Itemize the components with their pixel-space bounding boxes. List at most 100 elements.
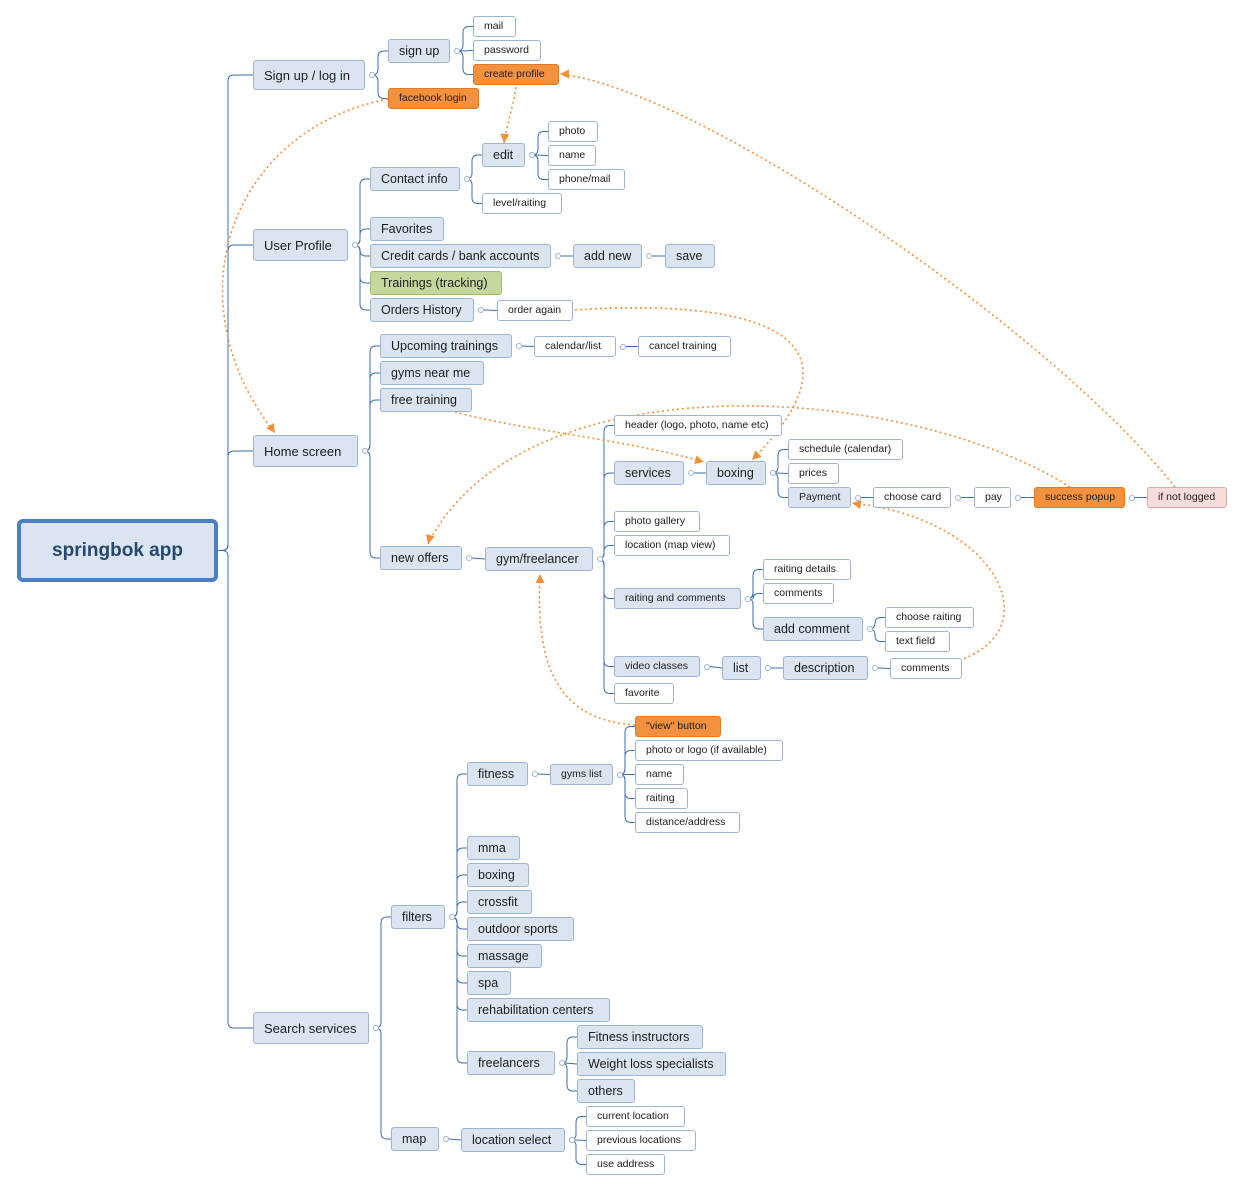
- pay-node[interactable]: pay: [974, 487, 1011, 508]
- others-node[interactable]: others: [577, 1079, 635, 1103]
- cancel-training-node[interactable]: cancel training: [638, 336, 731, 357]
- search-services-node[interactable]: Search services: [253, 1012, 369, 1044]
- video-comments-node[interactable]: comments: [890, 658, 962, 679]
- search-boxing-node[interactable]: boxing: [467, 863, 529, 887]
- video-classes-node[interactable]: video classes: [614, 656, 700, 677]
- phone-mail-node[interactable]: phone/mail: [548, 169, 625, 190]
- new-offers-node[interactable]: new offers: [380, 546, 462, 570]
- header-node[interactable]: header (logo, photo, name etc): [614, 415, 782, 436]
- location-select-node[interactable]: location select: [461, 1128, 565, 1152]
- contact-info-node[interactable]: Contact info: [370, 167, 460, 191]
- collapse-toggle-icon[interactable]: [466, 555, 472, 561]
- rehabilitation-centers-node[interactable]: rehabilitation centers: [467, 998, 610, 1022]
- save-node[interactable]: save: [665, 244, 715, 268]
- text-field-node[interactable]: text field: [885, 631, 950, 652]
- free-training-node[interactable]: free training: [380, 388, 472, 412]
- search-raiting-node[interactable]: raiting: [635, 788, 688, 809]
- crossfit-node[interactable]: crossfit: [467, 890, 532, 914]
- collapse-toggle-icon[interactable]: [555, 253, 561, 259]
- view-button-node[interactable]: "view" button: [635, 716, 721, 737]
- level-raiting-node[interactable]: level/raiting: [482, 193, 562, 214]
- user-profile-node[interactable]: User Profile: [253, 229, 348, 261]
- weight-loss-node[interactable]: Weight loss specialists: [577, 1052, 726, 1076]
- calendar-list-node[interactable]: calendar/list: [534, 336, 616, 357]
- collapse-toggle-icon[interactable]: [765, 665, 771, 671]
- collapse-toggle-icon[interactable]: [362, 448, 368, 454]
- spa-node[interactable]: spa: [467, 971, 511, 995]
- collapse-toggle-icon[interactable]: [352, 242, 358, 248]
- description-node[interactable]: description: [783, 656, 868, 680]
- search-name-node[interactable]: name: [635, 764, 684, 785]
- favorites-node[interactable]: Favorites: [370, 217, 444, 241]
- trainings-tracking-node[interactable]: Trainings (tracking): [370, 271, 502, 295]
- collapse-toggle-icon[interactable]: [569, 1137, 575, 1143]
- order-again-node[interactable]: order again: [497, 300, 573, 321]
- comments-node[interactable]: comments: [763, 583, 834, 604]
- password-node[interactable]: password: [473, 40, 541, 61]
- collapse-toggle-icon[interactable]: [559, 1060, 565, 1066]
- boxing-node[interactable]: boxing: [706, 461, 766, 485]
- success-popup-node[interactable]: success popup: [1034, 487, 1125, 508]
- favorite-node[interactable]: favorite: [614, 683, 674, 704]
- collapse-toggle-icon[interactable]: [597, 556, 603, 562]
- add-new-node[interactable]: add new: [573, 244, 642, 268]
- edit-node[interactable]: edit: [482, 143, 525, 167]
- collapse-toggle-icon[interactable]: [449, 914, 455, 920]
- sign-up-node[interactable]: sign up: [388, 39, 450, 63]
- collapse-toggle-icon[interactable]: [872, 665, 878, 671]
- home-screen-node[interactable]: Home screen: [253, 435, 358, 467]
- collapse-toggle-icon[interactable]: [454, 48, 460, 54]
- collapse-toggle-icon[interactable]: [373, 1025, 379, 1031]
- collapse-toggle-icon[interactable]: [529, 152, 535, 158]
- fitness-node[interactable]: fitness: [467, 762, 528, 786]
- gyms-list-node[interactable]: gyms list: [550, 764, 613, 785]
- raiting-comments-node[interactable]: raiting and comments: [614, 588, 741, 609]
- name-node[interactable]: name: [548, 145, 596, 166]
- collapse-toggle-icon[interactable]: [620, 343, 626, 350]
- schedule-node[interactable]: schedule (calendar): [788, 439, 903, 460]
- facebook-login-node[interactable]: facebook login: [388, 88, 479, 109]
- credit-cards-node[interactable]: Credit cards / bank accounts: [370, 244, 551, 268]
- collapse-toggle-icon[interactable]: [1129, 494, 1135, 501]
- collapse-toggle-icon[interactable]: [855, 494, 861, 501]
- root-node[interactable]: springbok app: [17, 519, 218, 582]
- massage-node[interactable]: massage: [467, 944, 542, 968]
- current-location-node[interactable]: current location: [586, 1106, 685, 1127]
- collapse-toggle-icon[interactable]: [464, 176, 470, 182]
- outdoor-sports-node[interactable]: outdoor sports: [467, 917, 574, 941]
- fitness-instructors-node[interactable]: Fitness instructors: [577, 1025, 703, 1049]
- mma-node[interactable]: mma: [467, 836, 520, 860]
- list-node[interactable]: list: [722, 656, 761, 680]
- if-not-logged-node[interactable]: if not logged: [1147, 487, 1227, 508]
- collapse-toggle-icon[interactable]: [704, 663, 710, 670]
- collapse-toggle-icon[interactable]: [646, 253, 652, 259]
- collapse-toggle-icon[interactable]: [478, 307, 484, 313]
- location-map-node[interactable]: location (map view): [614, 535, 730, 556]
- collapse-toggle-icon[interactable]: [745, 595, 751, 602]
- add-comment-node[interactable]: add comment: [763, 617, 863, 641]
- upcoming-trainings-node[interactable]: Upcoming trainings: [380, 334, 512, 358]
- distance-address-node[interactable]: distance/address: [635, 812, 740, 833]
- collapse-toggle-icon[interactable]: [617, 771, 623, 778]
- gym-freelancer-node[interactable]: gym/freelancer: [485, 547, 593, 571]
- collapse-toggle-icon[interactable]: [532, 771, 538, 777]
- use-address-node[interactable]: use address: [586, 1154, 665, 1175]
- choose-card-node[interactable]: choose card: [873, 487, 951, 508]
- photo-node[interactable]: photo: [548, 121, 598, 142]
- collapse-toggle-icon[interactable]: [770, 470, 776, 476]
- photo-gallery-node[interactable]: photo gallery: [614, 511, 700, 532]
- photo-logo-node[interactable]: photo or logo (if available): [635, 740, 783, 761]
- freelancers-node[interactable]: freelancers: [467, 1051, 555, 1075]
- services-node[interactable]: services: [614, 461, 684, 485]
- map-node[interactable]: map: [391, 1127, 439, 1151]
- collapse-toggle-icon[interactable]: [443, 1136, 449, 1142]
- signup-login-node[interactable]: Sign up / log in: [253, 60, 365, 90]
- collapse-toggle-icon[interactable]: [1015, 494, 1021, 501]
- payment-node[interactable]: Payment: [788, 487, 851, 508]
- filters-node[interactable]: filters: [391, 905, 445, 929]
- collapse-toggle-icon[interactable]: [688, 470, 694, 476]
- previous-locations-node[interactable]: previous locations: [586, 1130, 696, 1151]
- prices-node[interactable]: prices: [788, 463, 839, 484]
- collapse-toggle-icon[interactable]: [867, 626, 873, 632]
- gyms-near-me-node[interactable]: gyms near me: [380, 361, 484, 385]
